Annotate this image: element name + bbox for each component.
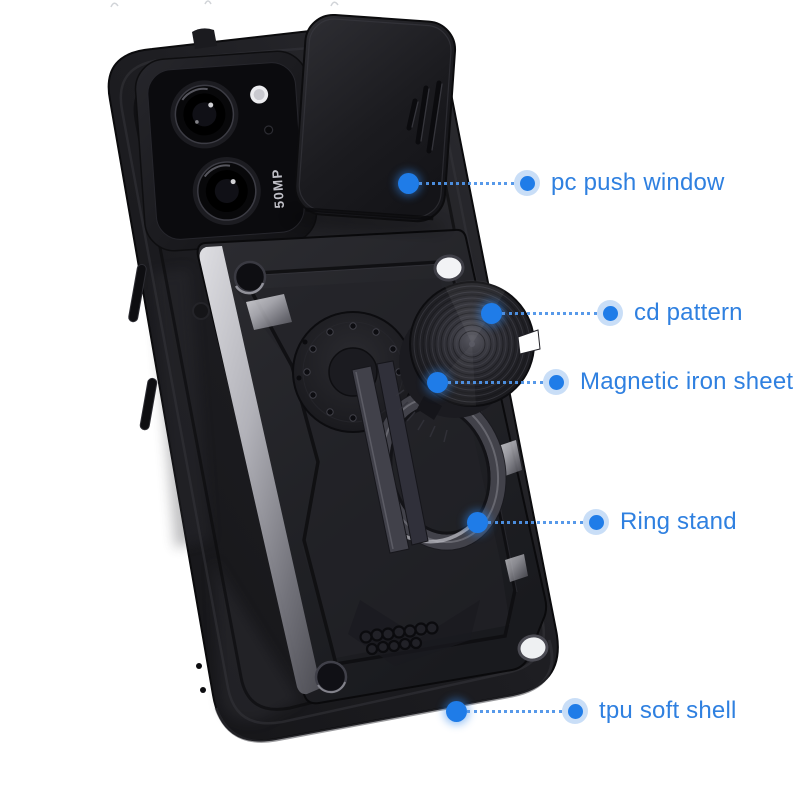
callout-magnetic-iron-sheet: Magnetic iron sheet: [427, 368, 794, 395]
sensor-dot: [264, 125, 274, 135]
callout-label-dot: [562, 698, 588, 724]
callout-product-dot: [398, 172, 419, 194]
callout-product-dot: [427, 371, 448, 393]
knob-side-ridges: [395, 389, 448, 443]
side-buttons: [128, 263, 158, 431]
case-corner-tab: [192, 28, 217, 49]
disc-notch-lower: [417, 396, 442, 420]
callout-label: tpu soft shell: [599, 697, 737, 724]
callout-dashed-line: [488, 520, 583, 524]
pc-push-window-plate: [287, 13, 457, 233]
callout-label-dot: [543, 369, 569, 395]
callout-label: cd pattern: [634, 299, 743, 326]
camera-megapixel-label: 50MP: [269, 168, 287, 209]
callout-dashed-line: [467, 709, 562, 713]
flash-led: [250, 85, 269, 104]
camera-island: 50MP: [134, 50, 318, 252]
camera-lens-upper: [170, 80, 239, 149]
callout-tpu-soft-shell: tpu soft shell: [446, 697, 737, 724]
disc-notch-right: [517, 329, 541, 355]
callout-product-dot: [446, 700, 467, 722]
callout-dashed-line: [502, 311, 597, 315]
callout-label: pc push window: [551, 169, 725, 196]
callout-dashed-line: [448, 380, 543, 384]
callout-product-dot: [467, 511, 488, 533]
plate-corner-holes: [233, 254, 549, 694]
callout-label-dot: [514, 170, 540, 196]
callout-dashed-line: [419, 181, 514, 185]
callout-cd-pattern: cd pattern: [481, 299, 743, 326]
callout-ring-stand: Ring stand: [467, 508, 737, 535]
callout-label: Ring stand: [620, 508, 737, 535]
silver-chevron: [505, 554, 528, 582]
honeycomb-vents: [359, 621, 439, 656]
callout-pc-push-window: pc push window: [398, 169, 725, 196]
grip-slots: [406, 80, 443, 154]
cropped-text-artifacts: [110, 0, 339, 8]
silver-chevron: [246, 294, 292, 330]
cd-grooves: [413, 285, 531, 403]
callout-label: Magnetic iron sheet: [580, 368, 794, 395]
callout-product-dot: [481, 302, 502, 324]
silver-bevel-left: [199, 246, 321, 695]
bottom-port-dots: [196, 663, 206, 693]
screw-detail: [192, 302, 210, 320]
callout-label-dot: [597, 300, 623, 326]
camera-lens-lower: [192, 157, 261, 226]
callout-label-dot: [583, 509, 609, 535]
